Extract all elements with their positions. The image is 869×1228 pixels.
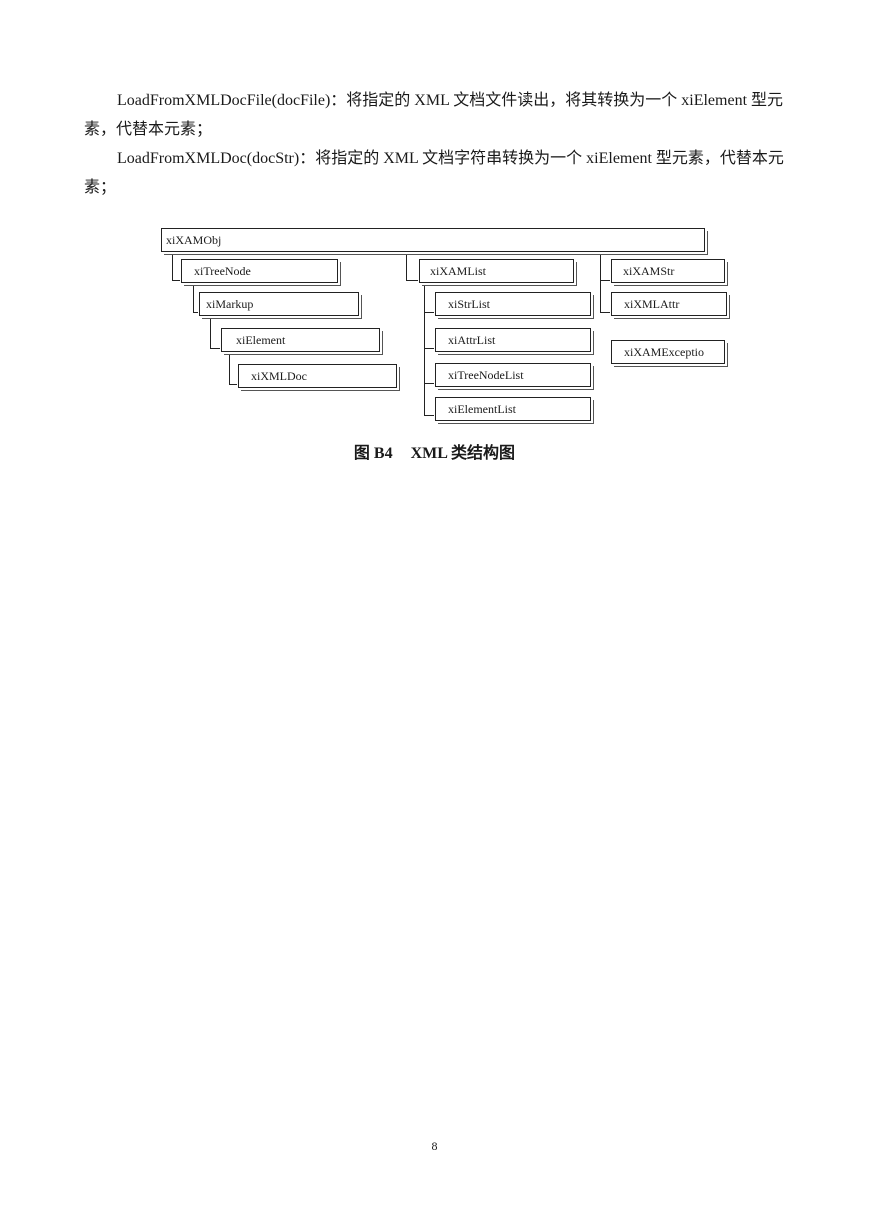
connector: [229, 352, 230, 385]
page-number: 8: [431, 1139, 438, 1153]
class-box-xam-exception: xiXAMExceptio: [611, 340, 725, 364]
connector: [193, 312, 198, 313]
class-box-tree-node-list: xiTreeNodeList: [435, 363, 591, 387]
connector: [424, 383, 434, 384]
class-box-markup: xiMarkup: [199, 292, 359, 316]
connector: [424, 415, 434, 416]
connector: [210, 348, 220, 349]
connector: [600, 251, 601, 313]
figure-number: 图 B4: [353, 445, 393, 462]
connector: [600, 312, 610, 313]
class-box-root: xiXAMObj: [161, 228, 705, 252]
connector: [600, 280, 610, 281]
class-box-element-list: xiElementList: [435, 397, 591, 421]
connector: [406, 251, 407, 281]
paragraph-load-from-xml-doc-file: LoadFromXMLDocFile(docFile)：将指定的 XML 文档文…: [84, 92, 784, 138]
connector: [172, 280, 180, 281]
class-box-xam-list: xiXAMList: [419, 259, 574, 283]
connector: [210, 318, 211, 349]
connector: [424, 283, 425, 416]
paragraph-load-from-xml-doc: LoadFromXMLDoc(docStr)：将指定的 XML 文档字符串转换为…: [84, 150, 784, 196]
class-box-str-list: xiStrList: [435, 292, 591, 316]
class-structure-diagram: xiXAMObj xiTreeNode xiMarkup xiElement x…: [0, 0, 869, 470]
figure-caption: 图 B4 XML 类结构图: [0, 439, 869, 463]
connector: [424, 348, 434, 349]
class-box-attr-list: xiAttrList: [435, 328, 591, 352]
class-box-xml-doc: xiXMLDoc: [238, 364, 397, 388]
class-box-tree-node: xiTreeNode: [181, 259, 338, 283]
class-box-xml-attr: xiXMLAttr: [611, 292, 727, 316]
connector: [172, 251, 173, 281]
connector: [406, 280, 418, 281]
class-box-element: xiElement: [221, 328, 380, 352]
connector: [193, 283, 194, 313]
connector: [424, 312, 434, 313]
connector: [229, 384, 237, 385]
class-box-xam-str: xiXAMStr: [611, 259, 725, 283]
figure-title: XML 类结构图: [410, 445, 516, 462]
